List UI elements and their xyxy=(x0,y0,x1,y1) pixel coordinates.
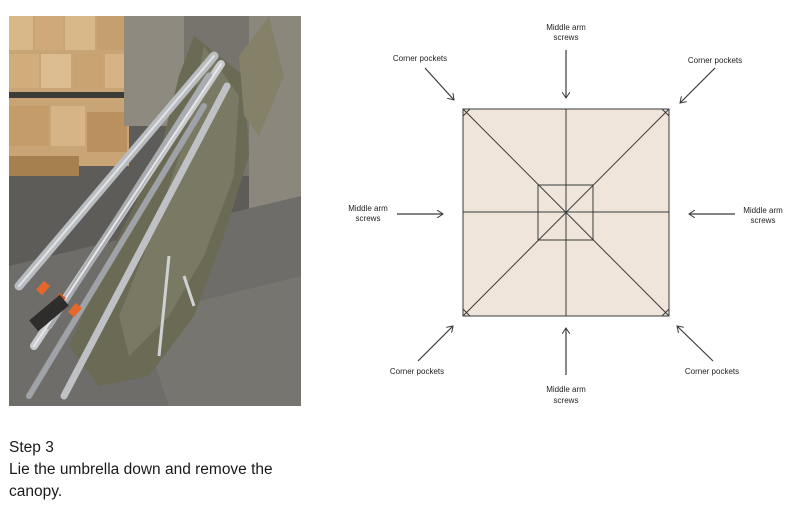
step-instruction-line-1: Lie the umbrella down and remove the xyxy=(9,461,273,478)
label-bottom-mid-line1: Middle arm xyxy=(546,385,586,394)
label-top-mid-line2: screws xyxy=(554,33,579,42)
step-instruction-line-2: canopy. xyxy=(9,483,63,500)
label-top-mid-line1: Middle arm xyxy=(546,23,586,32)
orange-clips xyxy=(29,280,82,332)
label-bottom-mid-line2: screws xyxy=(554,396,579,405)
label-top-left: Corner pockets xyxy=(393,54,447,63)
label-left-mid-line2: screws xyxy=(356,214,381,223)
arrow-top-right xyxy=(680,67,716,103)
label-top-right: Corner pockets xyxy=(688,56,742,65)
diagram-labels: Middle arm screws Corner pockets Corner … xyxy=(348,23,783,405)
step-title: Step 3 xyxy=(9,439,54,456)
arrow-bottom-right xyxy=(677,326,714,362)
center-hub xyxy=(537,184,594,241)
arrow-top-left xyxy=(424,67,454,100)
label-bottom-left: Corner pockets xyxy=(390,367,444,376)
canopy-diagram: Middle arm screws Corner pockets Corner … xyxy=(330,0,790,420)
canopy-square xyxy=(462,108,670,317)
label-right-mid-line2: screws xyxy=(751,216,776,225)
label-left-mid-line1: Middle arm xyxy=(348,204,388,213)
umbrella-poles xyxy=(14,51,231,400)
step-caption: Step 3 Lie the umbrella down and remove … xyxy=(9,437,329,503)
label-right-mid-line1: Middle arm xyxy=(743,206,783,215)
label-bottom-right: Corner pockets xyxy=(685,367,739,376)
umbrella-photo xyxy=(9,16,301,406)
arrow-bottom-left xyxy=(417,326,453,362)
arrows xyxy=(397,50,735,375)
